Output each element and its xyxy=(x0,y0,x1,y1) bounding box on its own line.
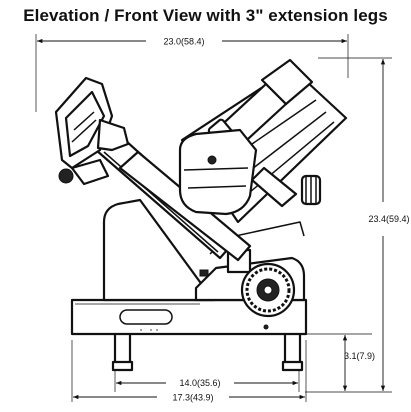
dimension-base-width: 17.3(43.9) xyxy=(71,340,307,403)
leg-height-label: 3.1(7.9) xyxy=(344,351,375,361)
slicer-base xyxy=(70,298,308,336)
slicer-leg-right xyxy=(281,329,304,372)
dimension-leg-spacing: 14.0(35.6) xyxy=(114,368,300,392)
base-width-label: 17.3(43.9) xyxy=(172,393,213,403)
leg-spacing-label: 14.0(35.6) xyxy=(179,378,220,388)
slicer-machine xyxy=(54,58,348,372)
slicer-leg-left xyxy=(111,329,134,372)
page-title: Elevation / Front View with 3" extension… xyxy=(23,6,388,25)
slicer-handle-head xyxy=(54,76,130,186)
overall-width-label: 23.0(58.4) xyxy=(163,37,204,47)
dimension-leg-height: 3.1(7.9) xyxy=(306,333,375,391)
overall-height-label: 23.4(59.4) xyxy=(368,214,409,224)
dimension-overall-height: 23.4(59.4) xyxy=(305,57,410,393)
dimension-overall-width: 23.0(58.4) xyxy=(35,34,349,112)
thickness-knob xyxy=(240,262,296,318)
slicer-blade-housing xyxy=(178,128,258,216)
